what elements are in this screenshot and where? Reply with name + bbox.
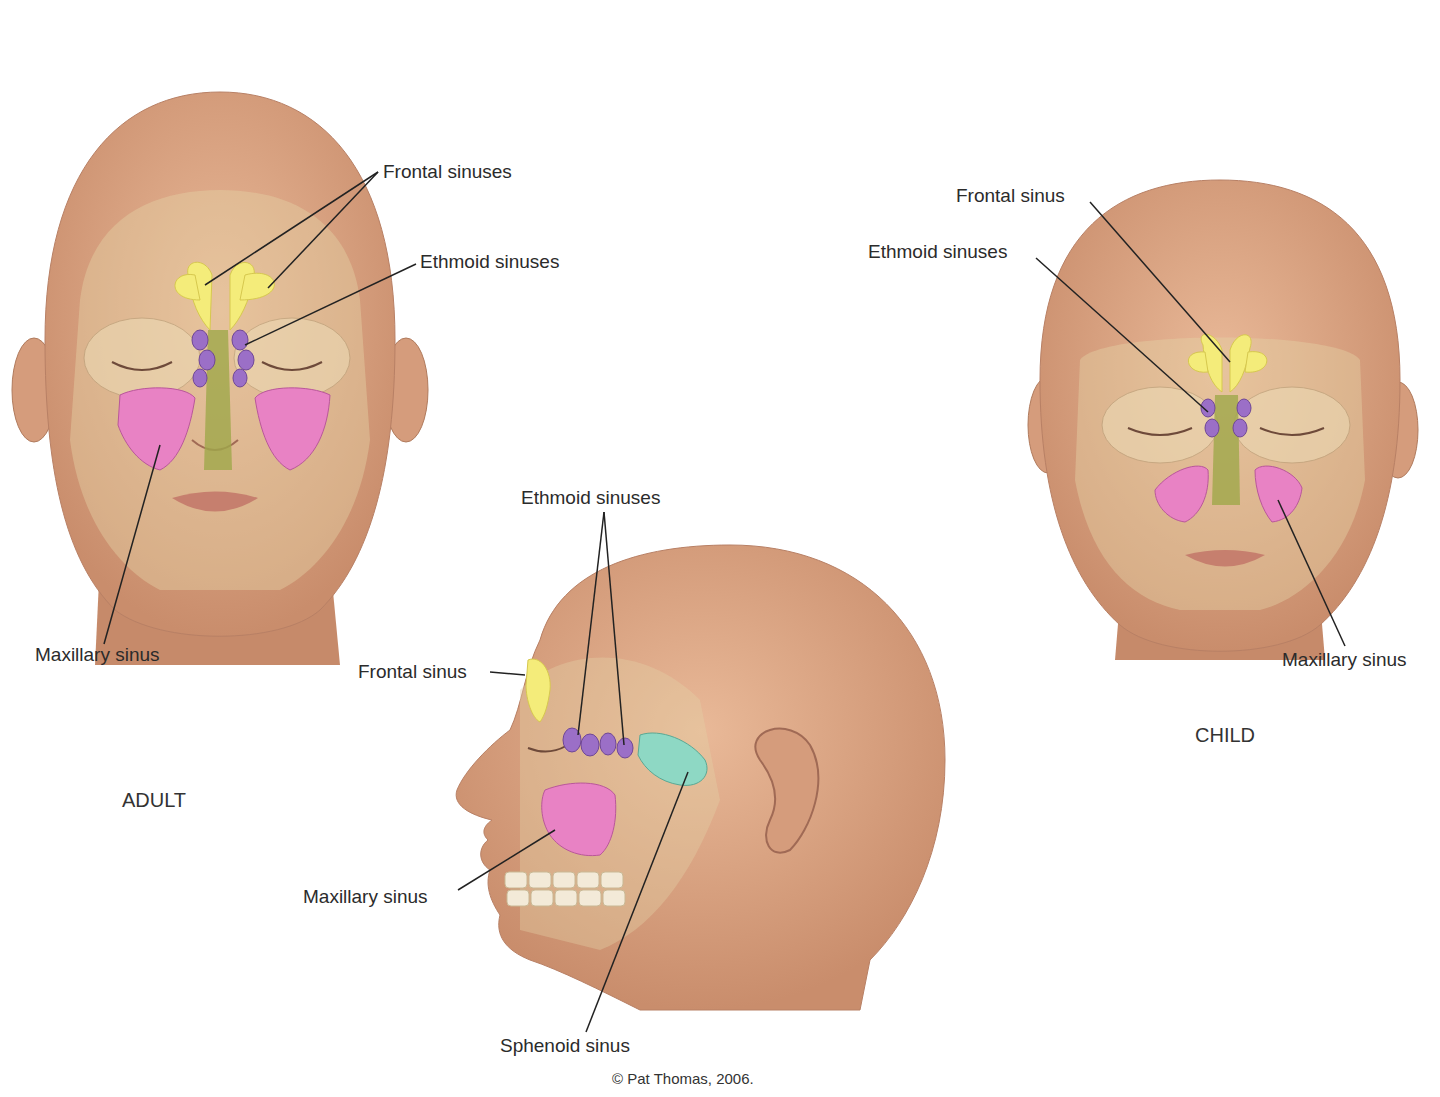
child-front-head bbox=[1028, 180, 1418, 660]
copyright-note: © Pat Thomas, 2006. bbox=[612, 1068, 754, 1090]
adult-front-head bbox=[12, 92, 428, 665]
part-label: Maxillary sinus bbox=[1282, 649, 1407, 671]
part-label: Ethmoid sinuses bbox=[868, 241, 1007, 263]
part-label: ADULT bbox=[122, 789, 186, 811]
side-head bbox=[456, 545, 945, 1010]
part-label: Frontal sinus bbox=[956, 185, 1065, 207]
part-label: CHILD bbox=[1195, 724, 1255, 746]
part-label: Maxillary sinus bbox=[303, 886, 428, 908]
part-label: Maxillary sinus bbox=[35, 644, 160, 666]
leader-lines bbox=[104, 172, 1345, 1032]
part-label: Ethmoid sinuses bbox=[521, 487, 660, 509]
part-label: Frontal sinuses bbox=[383, 161, 512, 183]
part-label: Frontal sinus bbox=[358, 661, 467, 683]
part-label: Ethmoid sinuses bbox=[420, 251, 559, 273]
part-label: Sphenoid sinus bbox=[500, 1035, 630, 1057]
